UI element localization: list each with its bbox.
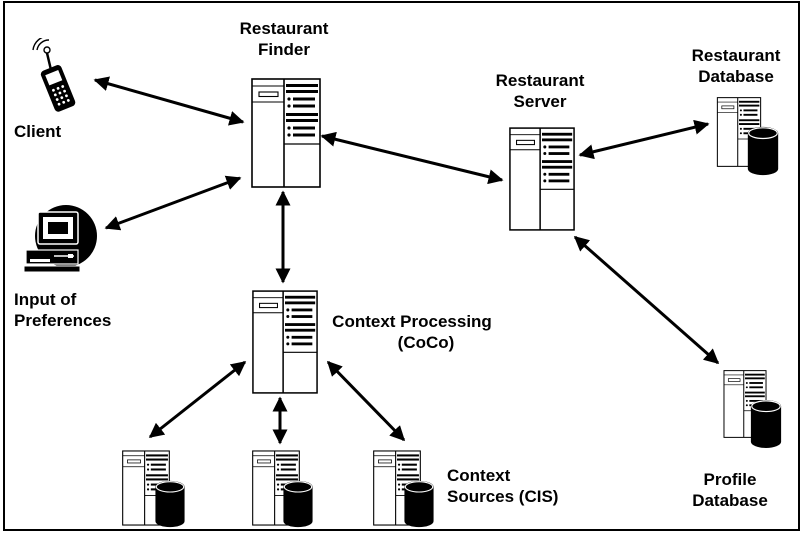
profile-database-label-line1: Profile: [703, 470, 757, 489]
arrow-coco-source-3: [326, 360, 406, 442]
arrow-finder-server: [320, 131, 504, 185]
context-source-2-database-icon: [282, 480, 314, 528]
arrow-client-finder: [93, 76, 245, 126]
restaurant-database-label: Restaurant Database: [666, 45, 806, 87]
input-of-preferences-label-line2: Preferences: [14, 311, 112, 330]
input-of-preferences-label-line1: Input of: [14, 290, 77, 309]
profile-database-label-line2: Database: [692, 491, 768, 510]
context-sources-label-line2: Sources (CIS): [447, 487, 559, 506]
context-processing-server-icon: [252, 290, 318, 394]
connections: [93, 76, 720, 445]
context-processing-label-line2: (CoCo): [397, 333, 455, 352]
context-processing-label-line1: Context Processing: [332, 312, 492, 331]
context-source-3-database-icon: [403, 480, 435, 528]
client-label-text: Client: [14, 122, 62, 141]
profile-database-icon: [750, 399, 782, 449]
context-source-1-database-icon: [154, 480, 186, 528]
arrow-server-profile-db: [573, 235, 720, 365]
restaurant-server-label-line2: Server: [513, 92, 567, 111]
arrow-coco-source-1: [148, 360, 247, 439]
restaurant-database-label-line1: Restaurant: [691, 46, 781, 65]
restaurant-database-icon: [747, 126, 779, 176]
client-label: Client: [14, 121, 61, 142]
arrow-preferences-finder: [104, 175, 242, 231]
context-processing-label: Context Processing (CoCo): [322, 311, 502, 353]
input-of-preferences-label: Input of Preferences: [14, 289, 111, 331]
restaurant-finder-label: Restaurant Finder: [214, 18, 354, 60]
arrow-server-restaurant-db: [578, 119, 710, 160]
restaurant-finder-label-line2: Finder: [258, 40, 310, 59]
restaurant-database-label-line2: Database: [698, 67, 774, 86]
restaurant-server-icon: [509, 127, 575, 231]
mobile-phone-icon: [32, 38, 78, 113]
context-sources-label-line1: Context: [447, 466, 511, 485]
restaurant-server-label-line1: Restaurant: [495, 71, 585, 90]
restaurant-server-label: Restaurant Server: [470, 70, 610, 112]
restaurant-finder-label-line1: Restaurant: [239, 19, 329, 38]
profile-database-label: Profile Database: [660, 469, 800, 511]
restaurant-finder-server-icon: [251, 78, 321, 188]
context-sources-label: Context Sources (CIS): [447, 465, 558, 507]
desktop-computer-icon: [23, 204, 98, 273]
diagram-frame: [3, 1, 800, 531]
